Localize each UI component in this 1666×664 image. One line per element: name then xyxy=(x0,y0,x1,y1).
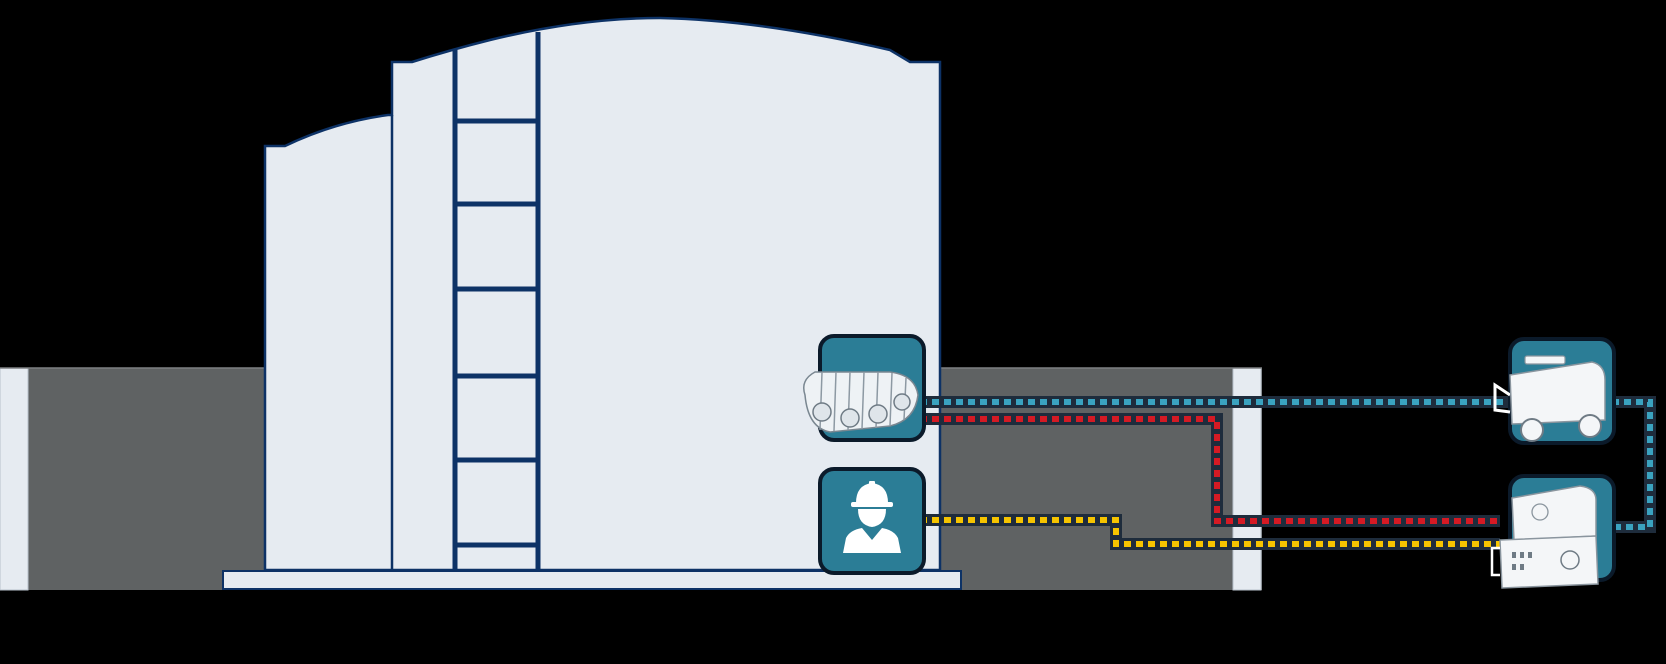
cable-yellow-operator-pump xyxy=(920,514,1500,550)
tank-body xyxy=(263,16,942,572)
tank-base xyxy=(222,570,962,590)
tank-ladder xyxy=(452,32,541,570)
vacuum-tank-trailer-icon xyxy=(1493,355,1606,442)
cables xyxy=(920,396,1656,550)
crawler-robot-node[interactable] xyxy=(803,334,926,442)
cable-red-crawler-pump xyxy=(920,413,1500,527)
storage-tank xyxy=(222,16,962,590)
pump-skid-unit-icon xyxy=(1490,485,1599,589)
tracked-crawler-robot-icon xyxy=(803,371,919,433)
hard-hat-worker-icon xyxy=(843,481,901,553)
pump-unit-node[interactable] xyxy=(1490,474,1616,589)
vacuum-unit-node[interactable] xyxy=(1493,337,1616,445)
operator-node[interactable] xyxy=(818,467,926,575)
cable-blue-vacuum-pump xyxy=(1600,396,1656,533)
pit-left-wall xyxy=(0,367,29,591)
